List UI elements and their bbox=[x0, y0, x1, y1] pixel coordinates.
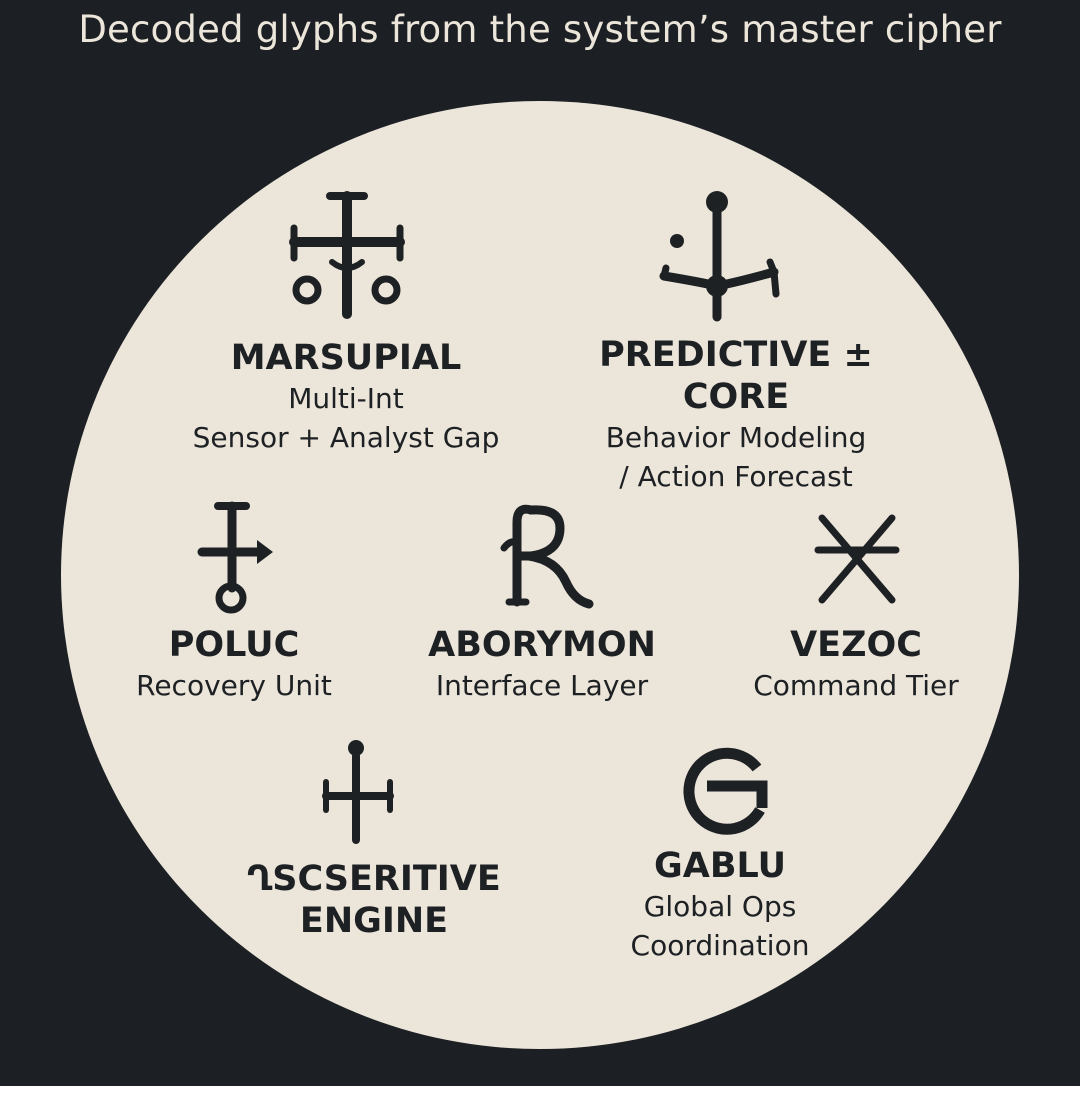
glyph-description: Coordination bbox=[630, 929, 810, 962]
glyph-description: Sensor + Analyst Gap bbox=[192, 421, 500, 454]
glyph-description: Behavior Modeling bbox=[605, 421, 867, 454]
glyph-label-gablu: GABLU Global Ops Coordination bbox=[631, 845, 810, 965]
glyph-name: ՂSCSERITIVE bbox=[247, 859, 501, 899]
glyph-name: POLUC bbox=[168, 625, 300, 665]
glyph-name: MARSUPIAL bbox=[230, 338, 462, 378]
glyph-description: Recovery Unit bbox=[136, 669, 332, 702]
glyph-label-scseritive: ՂSCSERITIVE ENGINE bbox=[247, 858, 501, 942]
glyph-label-marsupial: MARSUPIAL Multi-Int Sensor + Analyst Gap bbox=[193, 337, 500, 457]
glyph-label-vezoc: VEZOC Command Tier bbox=[753, 624, 959, 705]
cipher-disc bbox=[61, 101, 1019, 1049]
glyph-description: / Action Forecast bbox=[619, 460, 853, 493]
glyph-name: VEZOC bbox=[790, 625, 922, 665]
glyph-description: Command Tier bbox=[753, 669, 959, 702]
arrow-cross-with-ring-icon bbox=[197, 501, 273, 614]
glyph-name: PREDICTIVE ± bbox=[599, 335, 873, 375]
g-ring-icon bbox=[683, 747, 768, 835]
bottom-edge-strip bbox=[0, 1086, 1080, 1101]
glyph-description: Global Ops bbox=[643, 890, 797, 923]
cross-with-two-rings-icon bbox=[289, 191, 405, 319]
glyph-name: ABORYMON bbox=[428, 625, 656, 665]
glyph-name: GABLU bbox=[654, 846, 786, 886]
glyph-description: Multi-Int bbox=[288, 382, 404, 415]
glyph-name: CORE bbox=[682, 377, 790, 417]
glyph-label-aborymon: ABORYMON Interface Layer bbox=[428, 624, 656, 705]
six-point-asterisk-icon bbox=[814, 514, 900, 604]
rx-like-rune-icon bbox=[500, 504, 594, 609]
caption-title: Decoded glyphs from the system’s master … bbox=[78, 8, 1002, 51]
glyph-description: Interface Layer bbox=[435, 669, 649, 702]
glyph-label-poluc: POLUC Recovery Unit bbox=[136, 624, 332, 705]
dotted-branching-cross-icon bbox=[659, 191, 780, 322]
dotted-cross-icon bbox=[322, 740, 394, 844]
glyph-name: ENGINE bbox=[299, 901, 449, 941]
glyph-label-predictive: PREDICTIVE ± CORE Behavior Modeling / Ac… bbox=[599, 334, 873, 496]
